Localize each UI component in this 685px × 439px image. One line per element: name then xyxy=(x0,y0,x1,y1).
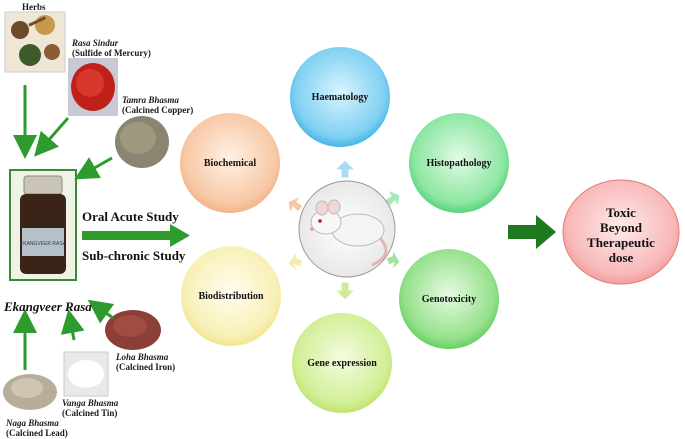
circle-genotoxicity: Genotoxicity xyxy=(399,249,499,349)
central-arrows xyxy=(287,159,401,301)
outcome-line-4: dose xyxy=(609,250,634,265)
arrow-tamra xyxy=(74,156,113,180)
genotoxicity-circle-shape xyxy=(399,249,499,349)
circle-haematology: Haematology xyxy=(290,47,390,147)
gene-expression-label: Gene expression xyxy=(307,358,377,369)
histopathology-label: Histopathology xyxy=(426,158,491,169)
tamra-bhasma-image xyxy=(115,116,169,168)
tamra-bhasma-name: Tamra Bhasma xyxy=(122,95,179,105)
arrow-to-biodistribution xyxy=(287,250,304,274)
sub-chronic-label: Sub-chronic Study xyxy=(82,248,186,263)
herbs-label: Herbs xyxy=(22,2,46,12)
loha-bhasma-name: Loha Bhasma xyxy=(116,352,169,362)
vanga-bhasma-desc: (Calcined Tin) xyxy=(62,408,118,418)
biochemical-circle-shape xyxy=(180,113,280,213)
bottle-image: EKANGVEER RASA xyxy=(9,169,77,281)
circle-histopathology: Histopathology xyxy=(409,113,509,213)
arrow-loha xyxy=(87,299,115,324)
vanga-bhasma-name-label: Vanga Bhasma xyxy=(62,398,118,408)
loha-bhasma-desc: (Calcined Iron) xyxy=(116,362,176,372)
naga-bhasma-name-label: Naga Bhasma xyxy=(6,418,59,428)
arrow-to-haematology xyxy=(333,159,357,179)
outcome-line-3: Therapeutic xyxy=(587,235,655,250)
biodistribution-circle-shape xyxy=(181,246,281,346)
arrow-to-biochemical xyxy=(287,194,304,215)
outcome-line-1: Toxic xyxy=(606,205,636,220)
loha-bhasma-image xyxy=(105,310,161,350)
arrow-vanga xyxy=(60,309,85,341)
vanga-bhasma-name: Vanga Bhasma xyxy=(62,398,119,408)
haematology-circle-shape xyxy=(290,47,390,147)
loha-bhasma-name-label: Loha Bhasma xyxy=(116,352,168,362)
rasa-sindur-image xyxy=(68,58,118,116)
haematology-label: Haematology xyxy=(312,92,369,103)
genotoxicity-label: Genotoxicity xyxy=(422,294,476,305)
bottle-label: EKANGVEER RASA xyxy=(20,241,67,247)
tamra-bhasma-name-label: Tamra Bhasma xyxy=(122,95,179,105)
rasa-sindur-desc: (Sulfide of Mercury) xyxy=(72,48,151,58)
circle-biodistribution: Biodistribution xyxy=(181,246,281,346)
product-name: Ekangveer Rasa xyxy=(3,299,92,314)
gene-expression-circle-shape xyxy=(292,313,392,413)
histopathology-circle-shape xyxy=(409,113,509,213)
circle-gene-expression: Gene expression xyxy=(292,313,392,413)
arrow-to-gene-expression xyxy=(333,281,357,301)
biodistribution-label: Biodistribution xyxy=(198,291,263,302)
outcome-line-2: Beyond xyxy=(600,220,643,235)
naga-bhasma-image xyxy=(3,374,57,410)
biochemical-label: Biochemical xyxy=(204,158,256,169)
circle-biochemical: Biochemical xyxy=(180,113,280,213)
herbs-image xyxy=(4,11,66,73)
vanga-bhasma-image xyxy=(63,351,109,397)
oral-acute-label: Oral Acute Study xyxy=(82,209,179,224)
rasa-sindur-name-label: Rasa Sindur xyxy=(72,38,118,48)
arrow-rasa-sindur xyxy=(34,117,70,157)
arrow-to-genotoxicity xyxy=(385,248,401,272)
naga-bhasma-name: Naga Bhasma xyxy=(6,418,59,428)
rat-image xyxy=(298,180,396,278)
ingredient-arrows xyxy=(12,85,115,370)
toxic-outcome-circle: Toxic Beyond Therapeutic dose xyxy=(562,179,680,285)
study-arrow xyxy=(82,224,190,247)
tamra-bhasma-desc: (Calcined Copper) xyxy=(122,105,194,115)
rasa-sindur-name: Rasa Sindur xyxy=(72,38,119,48)
outcome-arrow xyxy=(508,215,556,249)
naga-bhasma-desc: (Calcined Lead) xyxy=(6,428,68,438)
